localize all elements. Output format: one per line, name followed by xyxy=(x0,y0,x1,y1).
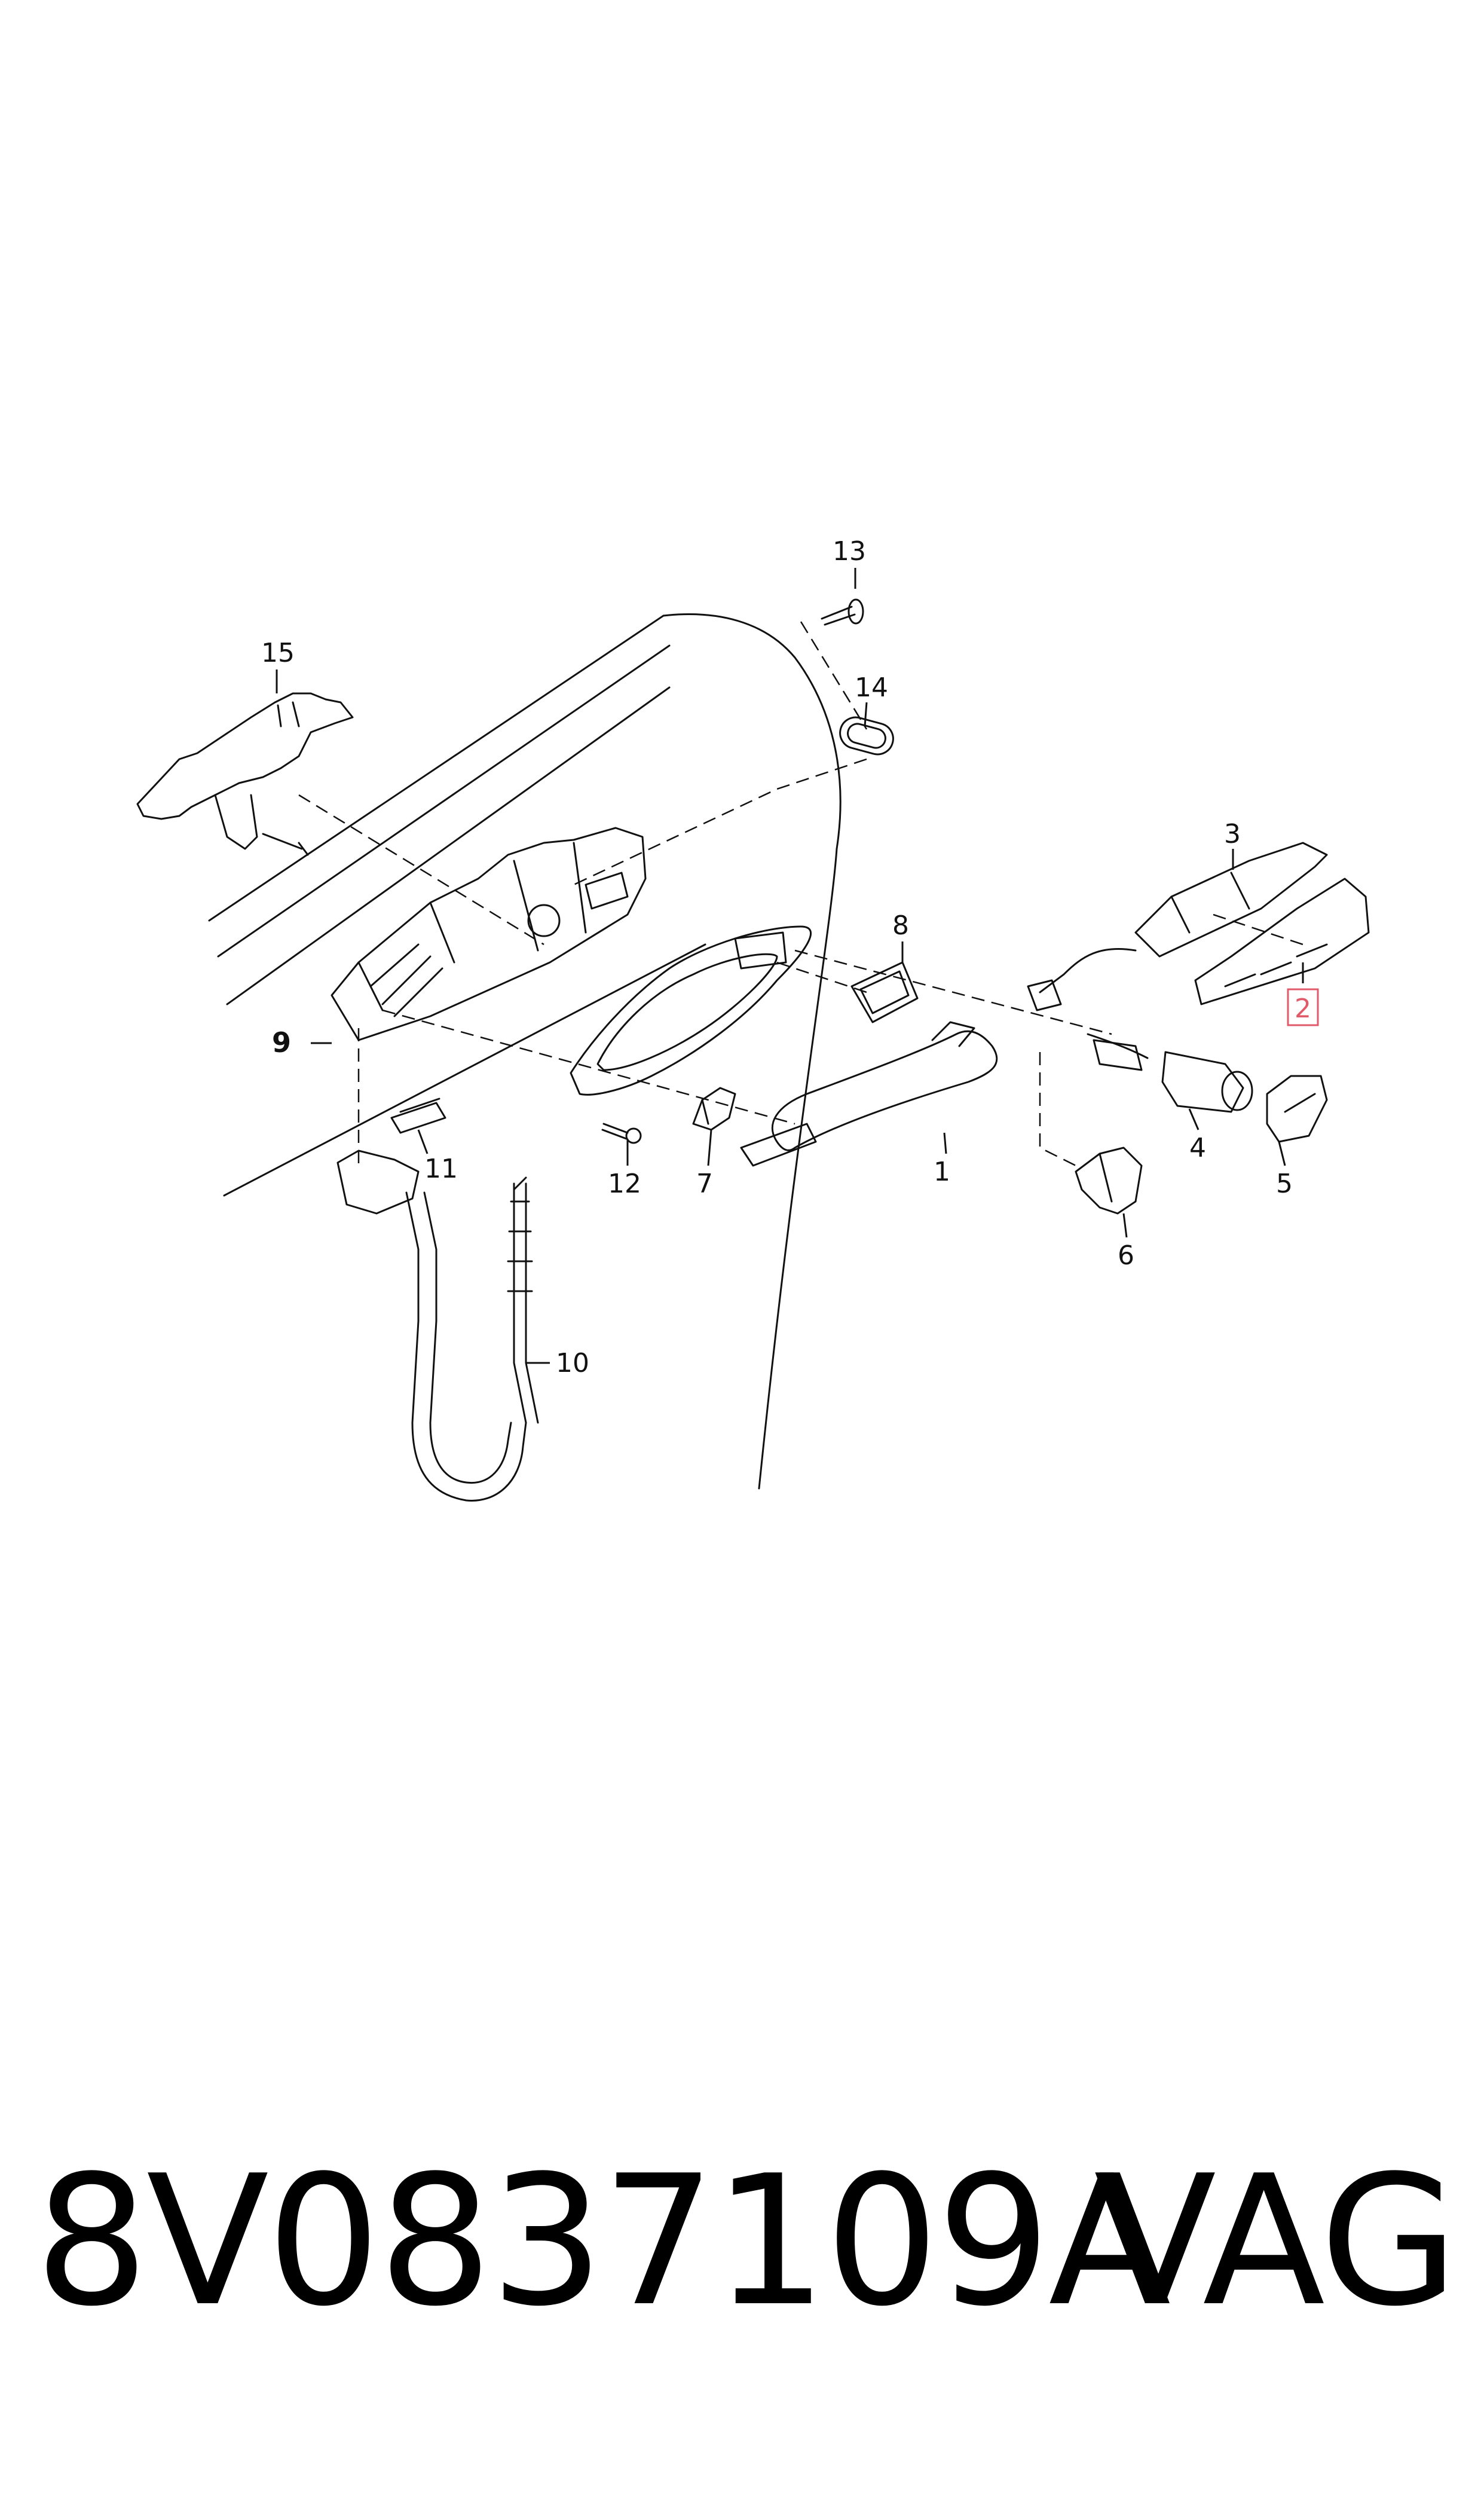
part-10-cable xyxy=(336,1150,539,1502)
callout-14: 14 xyxy=(855,672,888,703)
callout-5: 5 xyxy=(1276,1169,1293,1199)
sensor-cable xyxy=(1027,947,1149,1059)
door-panel xyxy=(208,613,842,1490)
callout-9: 9 xyxy=(272,1026,291,1059)
part-12-screw xyxy=(601,1123,642,1144)
callout-11: 11 xyxy=(424,1154,458,1184)
callout-2-highlight-box xyxy=(1287,988,1319,1026)
part-5-cap xyxy=(1266,1075,1328,1143)
part-1-handle xyxy=(740,1021,998,1167)
assembly-guide-lines xyxy=(298,621,1304,1167)
part-11-clip xyxy=(390,1097,446,1134)
callout-15: 15 xyxy=(261,638,295,668)
part-7-clip xyxy=(692,1087,736,1131)
callout-1: 1 xyxy=(934,1157,950,1187)
part-14-grommet xyxy=(839,716,894,756)
part-4-lock-cylinder xyxy=(1093,1039,1253,1113)
callout-labels: 15 13 14 8 3 2 9 11 12 7 1 4 5 6 10 xyxy=(261,536,1319,1378)
callout-10: 10 xyxy=(556,1348,589,1378)
callout-7: 7 xyxy=(696,1169,713,1199)
callout-3: 3 xyxy=(1224,819,1241,849)
brand-label: VAG xyxy=(1094,2137,1458,2346)
leader-lines xyxy=(276,568,1304,1364)
part-2-sensor xyxy=(1194,878,1370,1005)
part-8-gasket xyxy=(850,961,919,1023)
part-15-bracket xyxy=(136,692,354,856)
callout-13: 13 xyxy=(833,536,866,567)
part-9-carrier xyxy=(331,827,647,1041)
exploded-parts-diagram: 15 13 14 8 3 2 9 11 12 7 1 4 5 6 10 xyxy=(136,536,1370,1502)
part-6-cap xyxy=(1075,1147,1143,1215)
callout-6: 6 xyxy=(1118,1240,1134,1271)
callout-12: 12 xyxy=(608,1169,641,1199)
callout-8: 8 xyxy=(892,910,909,941)
part-3-sensor-cover xyxy=(1134,842,1328,958)
part-13-screw xyxy=(821,598,864,626)
callout-2: 2 xyxy=(1295,993,1311,1024)
handle-trim-frame xyxy=(570,925,812,1096)
part-number: 8V0837109A xyxy=(35,2137,1171,2346)
callout-4: 4 xyxy=(1189,1133,1206,1163)
